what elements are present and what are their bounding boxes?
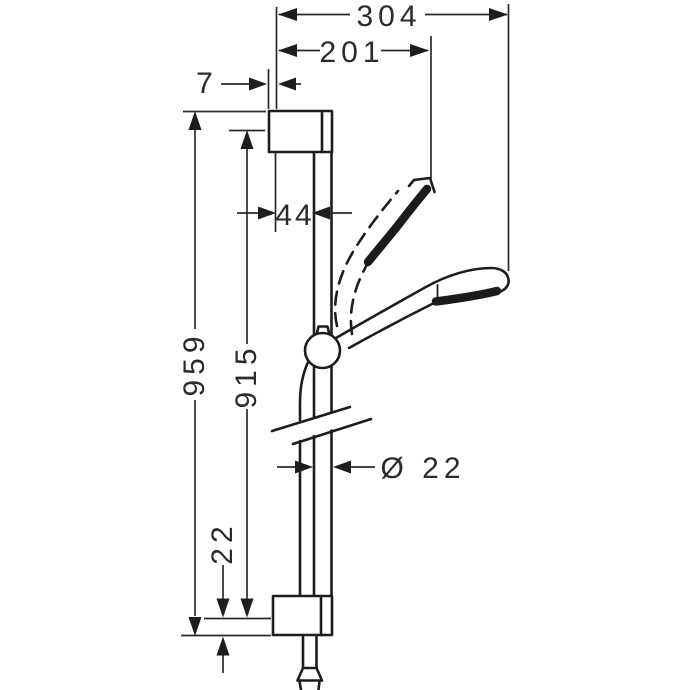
label-bottom-offset: 22 — [206, 521, 239, 564]
arrow-22-top — [216, 598, 230, 618]
head-spray-face — [431, 286, 502, 306]
label-reach: 201 — [319, 36, 384, 69]
dashed-handle-left — [333, 189, 400, 328]
shower-hose — [296, 360, 324, 690]
arrow-915-bottom — [240, 598, 254, 618]
hose-below-bracket — [301, 635, 318, 670]
hose-fitting — [296, 666, 324, 690]
slider-ring — [303, 331, 342, 370]
handle-bottom-edge — [347, 302, 435, 350]
label-top-offset: 7 — [196, 67, 218, 100]
label-center-height: 915 — [230, 343, 263, 408]
arrow-201-right — [410, 44, 429, 57]
dimension-arrows — [188, 8, 508, 656]
hand-shower-dashed — [333, 176, 436, 336]
arrow-44-left — [258, 206, 276, 220]
arrow-201-left — [278, 44, 297, 57]
break-slash-upper — [270, 405, 352, 433]
wall-bar — [312, 151, 333, 598]
bottom-wall-bracket — [271, 594, 334, 637]
hand-shower-solid — [334, 266, 510, 350]
arrow-dia-left — [295, 460, 313, 474]
arrow-304-right — [489, 8, 508, 21]
dimension-labels: 304 201 7 44 Ø 22 959 915 22 — [178, 0, 465, 565]
extension-lines — [181, 4, 510, 637]
handle-top-edge — [334, 286, 427, 340]
label-bar-diameter: Ø 22 — [380, 452, 465, 485]
dashed-head-cap — [407, 176, 436, 194]
dashed-spray-face — [363, 184, 432, 267]
arrow-44-right — [312, 206, 330, 220]
arrow-7-right — [278, 77, 296, 91]
hose-upper-curve — [298, 360, 310, 598]
arrow-7-left — [249, 77, 267, 91]
arrow-959-top — [188, 111, 202, 130]
arrow-22-bottom — [216, 636, 230, 656]
arrow-959-bottom — [188, 617, 202, 636]
arrow-915-top — [240, 130, 254, 149]
break-lines — [270, 405, 373, 446]
slider-holder — [303, 325, 342, 370]
label-bar-offset: 44 — [275, 199, 314, 232]
label-overall-width: 304 — [356, 0, 421, 33]
break-slash-lower — [291, 417, 373, 446]
label-overall-height: 959 — [178, 331, 211, 396]
arrow-304-left — [278, 8, 297, 21]
arrow-dia-right — [333, 460, 351, 474]
